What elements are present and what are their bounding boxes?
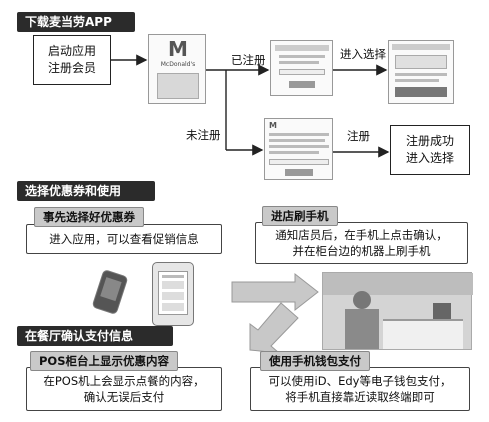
login-text-line xyxy=(279,61,319,64)
coupon-line xyxy=(162,275,184,278)
photo-person-head xyxy=(353,291,371,309)
select-text-line xyxy=(395,79,439,82)
register-text-line xyxy=(269,151,319,154)
wallet-text-line1: 可以使用iD、Edy等电子钱包支付， xyxy=(268,374,452,388)
wallet-box: 可以使用iD、Edy等电子钱包支付， 将手机直接靠近读取终端即可 xyxy=(250,367,470,411)
register-text-line xyxy=(269,133,329,136)
photo-reader-terminal xyxy=(433,303,451,319)
phone-screen xyxy=(100,277,122,302)
login-screenshot xyxy=(270,40,333,96)
preselect-title: 事先选择好优惠券 xyxy=(34,207,144,227)
register-done-box: 注册成功 进入选择 xyxy=(390,125,470,175)
photo-person-body xyxy=(345,309,379,349)
register-button xyxy=(285,169,313,176)
start-app-line1: 启动应用 xyxy=(47,44,96,58)
coupon-item xyxy=(162,303,184,311)
start-app-line2: 注册会员 xyxy=(47,61,96,75)
login-text-line xyxy=(279,55,325,58)
instore-title: 进店刷手机 xyxy=(262,206,338,226)
app-download-screenshot: M McDonald's xyxy=(148,34,206,104)
pos-text-line2: 确认无误后支付 xyxy=(83,390,165,404)
select-text-line xyxy=(395,73,447,76)
register-text-line xyxy=(269,139,325,142)
preselect-text: 进入应用，可以查看促销信息 xyxy=(49,232,199,246)
app-preview-image xyxy=(157,73,199,99)
photo-counter xyxy=(383,319,463,349)
login-button xyxy=(289,81,315,88)
register-field xyxy=(269,159,329,165)
phone-image-coupon xyxy=(152,262,194,326)
big-arrow-right xyxy=(231,272,319,312)
register-screenshot: M xyxy=(264,118,333,180)
preselect-box: 进入应用，可以查看促销信息 xyxy=(26,224,222,254)
pos-box: 在POS机上会显示点餐的内容， 确认无误后支付 xyxy=(26,367,222,411)
instore-text-line1: 通知店员后，在手机上点击确认， xyxy=(275,228,448,242)
select-header-bar xyxy=(392,44,450,50)
wallet-text-line2: 将手机直接靠近读取终端即可 xyxy=(285,390,435,404)
app-caption: McDonald's xyxy=(160,61,196,68)
wallet-title: 使用手机钱包支付 xyxy=(260,351,370,371)
coupon-item xyxy=(162,281,184,289)
big-arrow-down-left xyxy=(249,302,299,354)
photo-ceiling xyxy=(323,273,473,295)
register-logo-icon: M xyxy=(269,121,277,130)
phone-coupon-screen xyxy=(158,271,188,315)
pos-title: POS柜台上显示优惠内容 xyxy=(30,351,178,371)
section-header-coupon: 选择优惠券和使用 xyxy=(17,181,155,201)
label-register: 注册 xyxy=(347,129,370,143)
label-registered: 已注册 xyxy=(231,53,266,67)
mcdonalds-logo-icon: M xyxy=(168,37,188,61)
instore-box: 通知店员后，在手机上点击确认， 并在柜台边的机器上刷手机 xyxy=(255,222,468,264)
register-text-line xyxy=(269,145,329,148)
login-header-bar xyxy=(275,45,329,51)
register-done-line2: 进入选择 xyxy=(405,151,454,165)
select-bottom-bar xyxy=(395,87,447,97)
coupon-item xyxy=(162,292,184,300)
select-banner xyxy=(395,55,447,69)
store-counter-photo xyxy=(322,272,473,350)
label-unregistered: 未注册 xyxy=(186,128,221,142)
start-app-box: 启动应用 注册会员 xyxy=(33,35,111,85)
instore-text-line2: 并在柜台边的机器上刷手机 xyxy=(292,244,431,258)
select-screenshot xyxy=(388,40,454,104)
login-field xyxy=(279,69,325,75)
section-header-pay: 在餐厅确认支付信息 xyxy=(17,326,173,346)
label-enter-select: 进入选择 xyxy=(340,47,386,61)
register-done-line1: 注册成功 xyxy=(405,134,454,148)
section-header-download: 下载麦当劳APP xyxy=(17,12,135,32)
pos-text-line1: 在POS机上会显示点餐的内容， xyxy=(43,374,205,388)
